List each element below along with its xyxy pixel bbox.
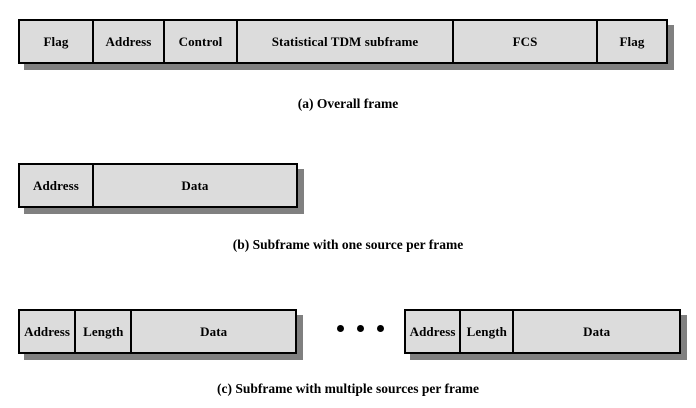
subframe-cell-data: Data: [132, 311, 295, 352]
subframe-multi-row-left: Address Length Data: [18, 309, 297, 354]
ellipsis-dot: [337, 325, 344, 332]
subframe-cell-label: Data: [583, 324, 611, 339]
subframe-cell-data: Data: [93, 165, 296, 206]
subframe-cell-length: Length: [461, 311, 515, 352]
frame-cell-fcs: FCS: [454, 21, 598, 62]
subframe-cell-label: Data: [181, 178, 209, 193]
overall-frame-row: Flag Address Control Statistical TDM sub…: [18, 19, 668, 64]
frame-cell-label: Statistical TDM subframe: [271, 34, 419, 49]
frame-cell-flag-left: Flag: [20, 21, 94, 62]
subframe-cell-label: Data: [200, 324, 228, 339]
subframe-multi-row-right: Address Length Data: [404, 309, 681, 354]
ellipsis-separator: [337, 325, 384, 332]
subframe-cell-label: Address: [24, 324, 71, 339]
frame-cell-label: Address: [105, 34, 152, 49]
frame-cell-statistical-tdm-subframe: Statistical TDM subframe: [238, 21, 454, 62]
subframe-cell-address: Address: [20, 165, 94, 206]
caption-subframe-one-source: (b) Subframe with one source per frame: [232, 237, 464, 252]
caption-overall-frame: (a) Overall frame: [297, 96, 399, 111]
frame-cell-address: Address: [94, 21, 165, 62]
subframe-cell-data: Data: [514, 311, 679, 352]
subframe-cell-address: Address: [20, 311, 77, 352]
subframe-cell-label: Address: [409, 324, 456, 339]
frame-cell-label: FCS: [512, 34, 538, 49]
subframe-cell-length: Length: [76, 311, 133, 352]
subframe-cell-label: Length: [466, 324, 507, 339]
ellipsis-dot: [357, 325, 364, 332]
frame-cell-control: Control: [165, 21, 238, 62]
ellipsis-dot: [377, 325, 384, 332]
subframe-one-source-row: Address Data: [18, 163, 298, 208]
caption-subframe-multiple-sources: (c) Subframe with multiple sources per f…: [217, 381, 479, 396]
frame-cell-label: Flag: [619, 34, 645, 49]
subframe-cell-address: Address: [406, 311, 462, 352]
frame-cell-label: Flag: [43, 34, 69, 49]
frame-cell-label: Control: [178, 34, 223, 49]
subframe-cell-label: Address: [32, 178, 79, 193]
frame-cell-flag-right: Flag: [598, 21, 666, 62]
subframe-cell-label: Length: [83, 324, 124, 339]
